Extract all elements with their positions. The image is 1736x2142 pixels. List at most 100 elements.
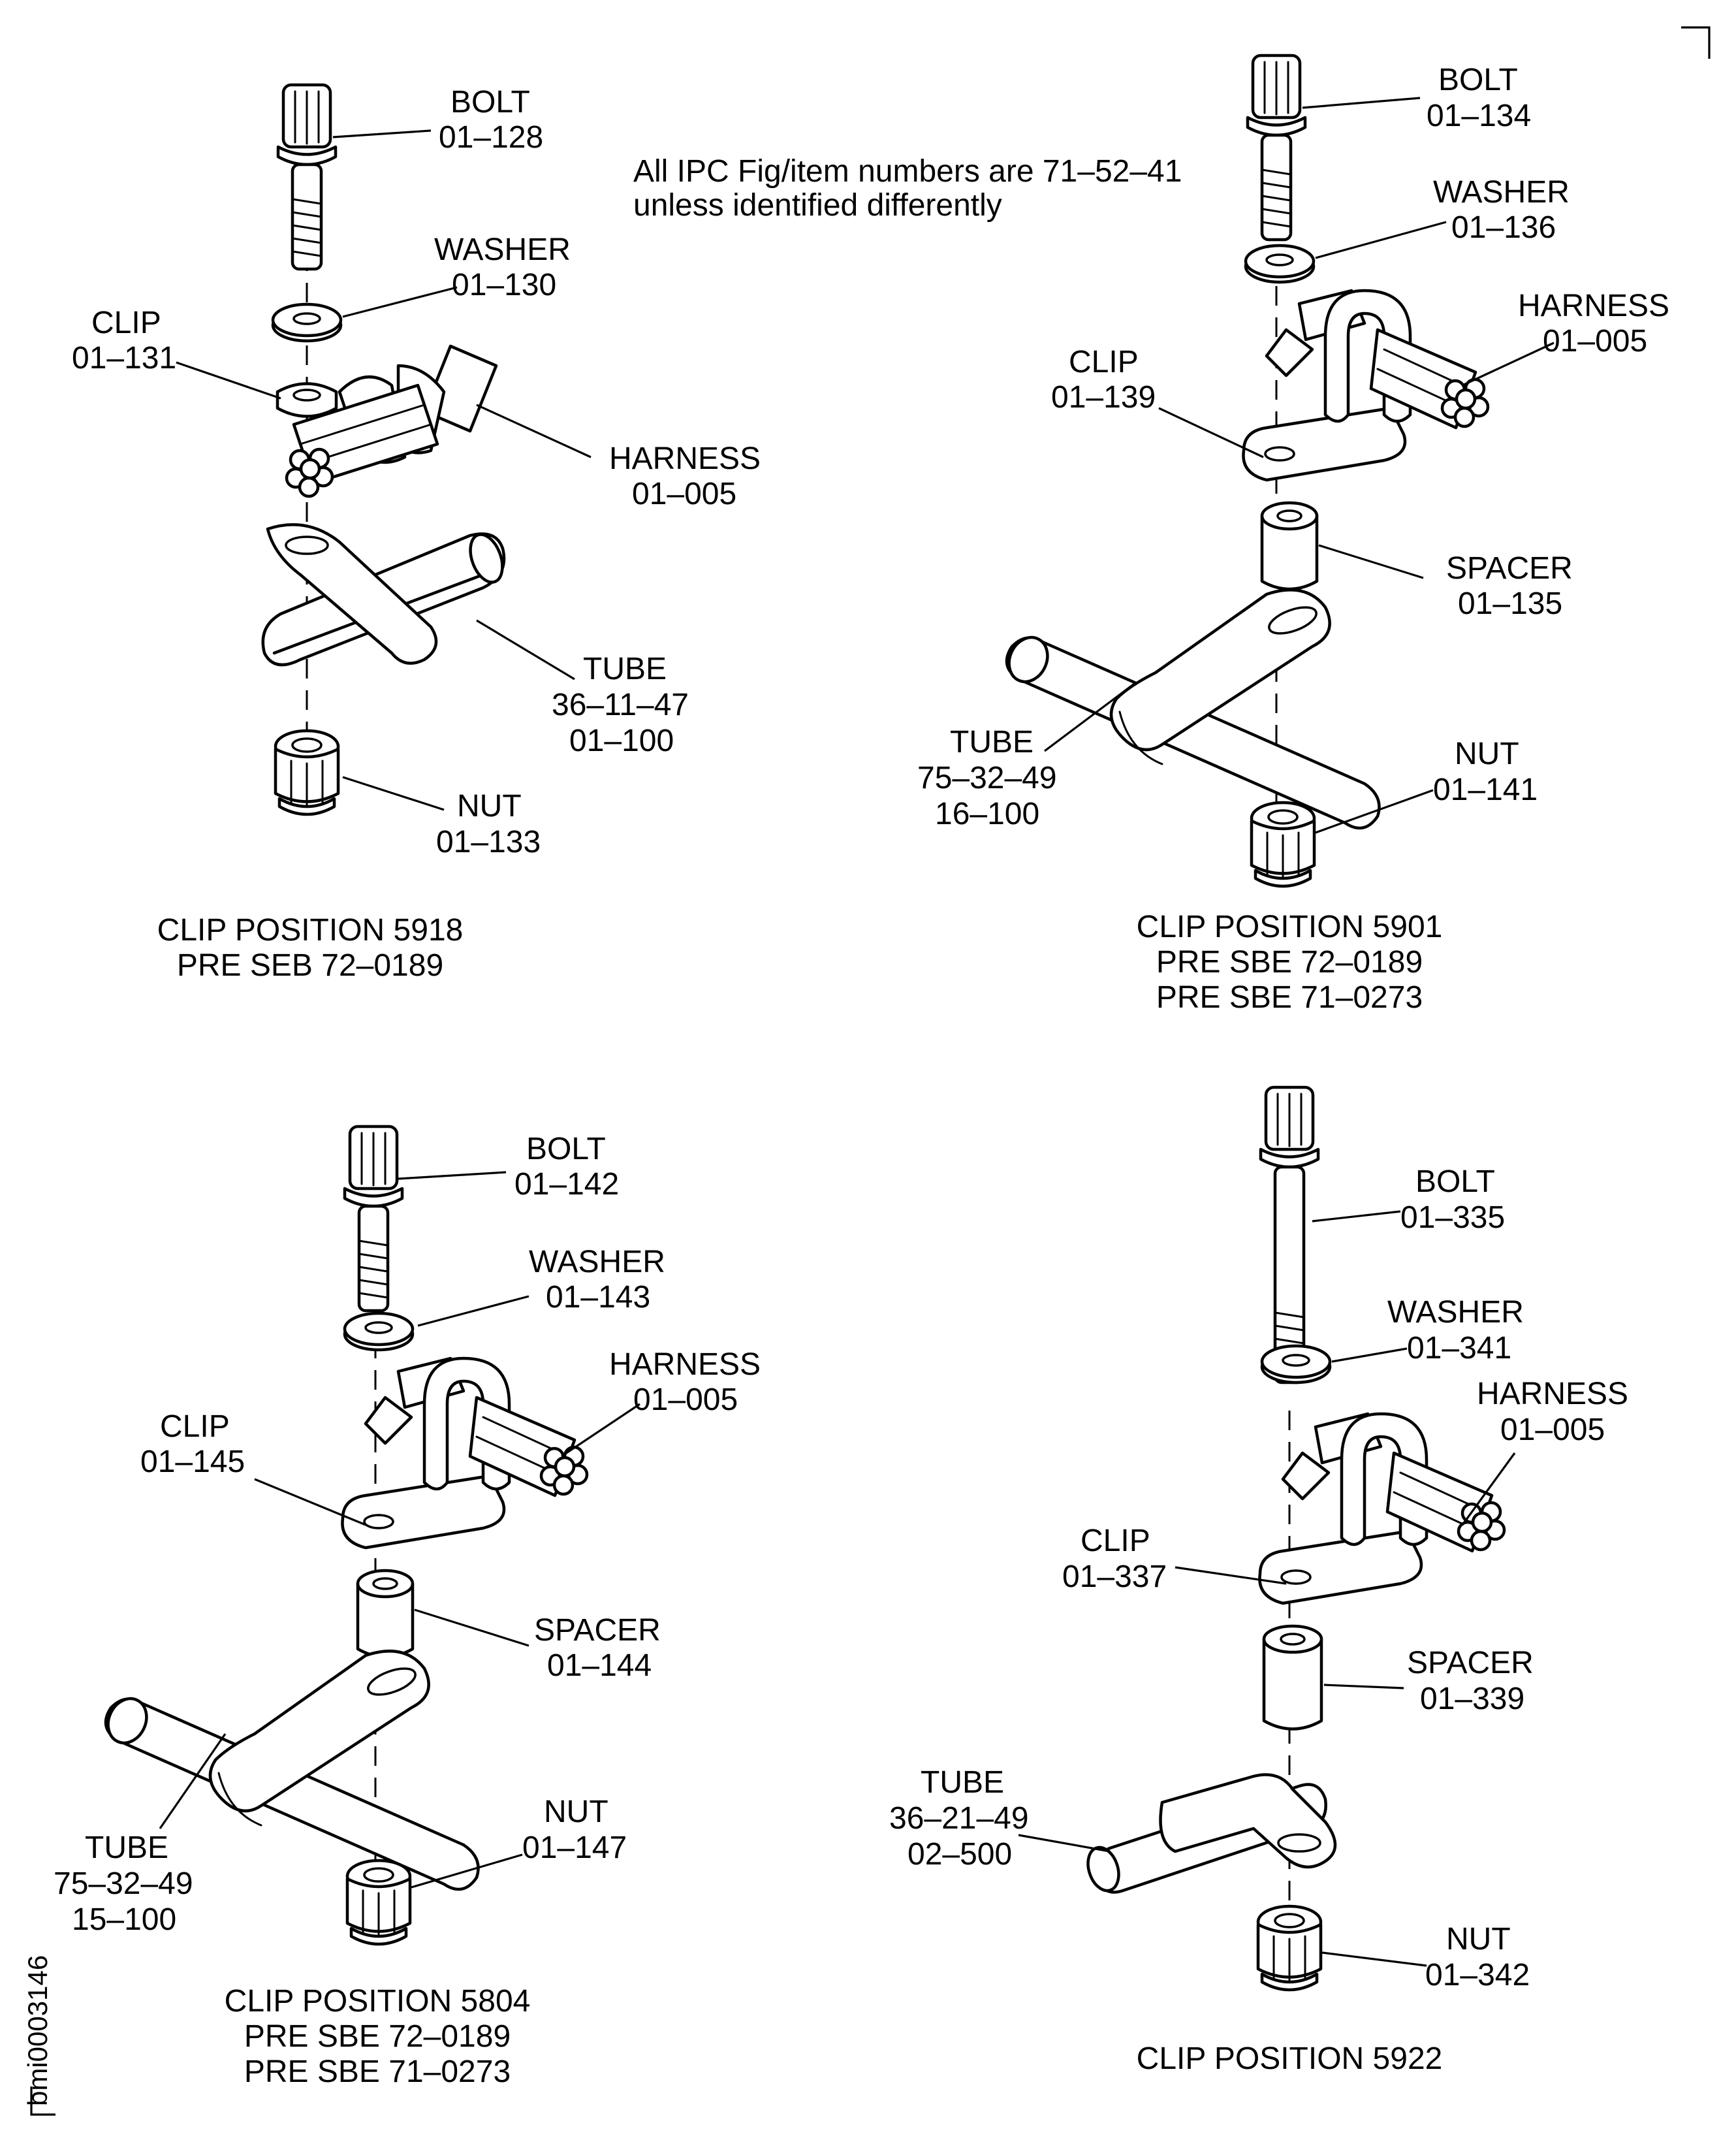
bolt-ref: 01–142	[514, 1167, 619, 1202]
caption-line-3: PRE SBE 71–0273	[1156, 980, 1423, 1015]
bolt-part	[278, 85, 336, 269]
nut-label: NUT	[544, 1795, 608, 1829]
tube-part	[1086, 1773, 1337, 1894]
caption-line-1: CLIP POSITION 5804	[225, 1984, 531, 2019]
bolt-part	[345, 1127, 402, 1311]
nut-part	[276, 731, 338, 814]
clip-ref: 01–337	[1062, 1559, 1167, 1594]
caption-line-2: PRE SEB 72–0189	[177, 948, 443, 983]
harness-label: HARNESS	[1518, 289, 1669, 323]
clip-label: CLIP	[1081, 1524, 1150, 1558]
washer-label: WASHER	[529, 1245, 665, 1279]
washer-ref: 01–341	[1407, 1331, 1511, 1366]
clip-harness-part	[1259, 1414, 1504, 1603]
bolt-part	[1261, 1087, 1318, 1383]
spacer-part	[358, 1571, 413, 1657]
bolt-ref: 01–134	[1427, 99, 1531, 133]
nut-ref: 01–147	[522, 1830, 627, 1865]
spacer-ref: 01–135	[1458, 586, 1562, 621]
clip-ref: 01–145	[140, 1445, 245, 1479]
nut-label: NUT	[1455, 737, 1519, 771]
panel-5922: BOLT 01–335 WASHER 01–341 HARNESS 01–005…	[889, 1087, 1628, 2076]
caption-line-2: PRE SBE 72–0189	[244, 2019, 511, 2054]
tube-ref-1: 75–32–49	[54, 1866, 193, 1901]
caption-line-1: CLIP POSITION 5918	[157, 913, 464, 948]
tube-ref-2: 15–100	[72, 1902, 176, 1937]
tube-label: TUBE	[85, 1830, 168, 1865]
clip-label: CLIP	[160, 1409, 230, 1444]
corner-mark	[1681, 26, 1711, 59]
caption-line-1: CLIP POSITION 5901	[1137, 910, 1443, 944]
spacer-label: SPACER	[1407, 1646, 1534, 1680]
tube-label: TUBE	[583, 652, 667, 686]
harness-label: HARNESS	[609, 1347, 761, 1382]
bolt-ref: 01–335	[1400, 1200, 1505, 1235]
harness-label: HARNESS	[1477, 1377, 1628, 1411]
washer-ref: 01–130	[452, 268, 556, 302]
panel-5804: BOLT 01–142 WASHER 01–143 HARNESS 01–005…	[54, 1127, 761, 2089]
clip-label: CLIP	[91, 306, 161, 340]
clip-harness-part	[1243, 291, 1488, 480]
tube-ref-2: 01–100	[569, 724, 674, 758]
tube-label: TUBE	[921, 1765, 1004, 1800]
note-line-1: All IPC Fig/item numbers are 71–52–41	[633, 154, 1182, 189]
tube-ref-2: 16–100	[935, 797, 1039, 831]
harness-ref: 01–005	[1543, 324, 1647, 359]
washer-label: WASHER	[1387, 1295, 1524, 1330]
spacer-label: SPACER	[1446, 551, 1573, 586]
nut-ref: 01–141	[1433, 773, 1538, 807]
panel-5918: BOLT 01–128 WASHER 01–130 CLIP 01–131 HA…	[72, 85, 761, 983]
nut-ref: 01–342	[1425, 1958, 1530, 1992]
panel-5901: BOLT 01–134 WASHER 01–136 HARNESS 01–005…	[917, 56, 1669, 1015]
bolt-ref: 01–128	[439, 120, 543, 155]
spacer-part	[1264, 1626, 1321, 1729]
clip-harness-part	[276, 344, 498, 496]
caption-line-1: CLIP POSITION 5922	[1137, 2041, 1443, 2076]
tube-ref-1: 75–32–49	[917, 761, 1057, 795]
harness-ref: 01–005	[633, 1383, 738, 1417]
bolt-label: BOLT	[1415, 1164, 1495, 1199]
washer-part	[345, 1313, 413, 1350]
nut-ref: 01–133	[436, 825, 541, 859]
tube-part	[1002, 590, 1380, 828]
clip-ref: 01–139	[1051, 380, 1156, 415]
harness-label: HARNESS	[609, 441, 761, 476]
tube-part	[261, 523, 506, 667]
figure-id-mark: bmi0003146	[22, 1955, 55, 2116]
tube-ref-1: 36–21–49	[889, 1801, 1029, 1836]
clip-label: CLIP	[1069, 345, 1139, 379]
washer-label: WASHER	[1433, 175, 1570, 210]
harness-ref: 01–005	[1500, 1413, 1605, 1447]
nut-label: NUT	[457, 789, 522, 823]
washer-part	[1246, 246, 1314, 282]
note: All IPC Fig/item numbers are 71–52–41 un…	[633, 154, 1182, 223]
caption-line-3: PRE SBE 71–0273	[244, 2054, 511, 2089]
caption-line-2: PRE SBE 72–0189	[1156, 945, 1423, 980]
clip-ref: 01–131	[72, 341, 176, 376]
bolt-label: BOLT	[1438, 63, 1518, 97]
spacer-ref: 01–144	[547, 1648, 652, 1683]
bolt-label: BOLT	[450, 85, 530, 120]
washer-ref: 01–136	[1451, 210, 1556, 245]
nut-label: NUT	[1446, 1922, 1511, 1957]
note-line-2: unless identified differently	[633, 188, 1002, 223]
harness-ref: 01–005	[632, 477, 736, 511]
tube-label: TUBE	[950, 725, 1034, 759]
washer-label: WASHER	[434, 232, 571, 267]
nut-part	[347, 1861, 410, 1944]
washer-part	[1262, 1346, 1330, 1383]
bolt-part	[1248, 56, 1305, 240]
spacer-ref: 01–339	[1420, 1682, 1524, 1716]
spacer-label: SPACER	[534, 1613, 661, 1648]
nut-part	[1258, 1906, 1321, 1990]
clip-harness-part	[342, 1358, 587, 1548]
spacer-part	[1262, 503, 1317, 589]
washer-ref: 01–143	[546, 1280, 650, 1315]
tube-ref-1: 36–11–47	[552, 688, 689, 722]
figure-id: bmi0003146	[22, 1955, 53, 2106]
washer-part	[273, 304, 341, 341]
bolt-label: BOLT	[526, 1132, 606, 1166]
nut-part	[1252, 803, 1314, 886]
tube-ref-2: 02–500	[907, 1837, 1012, 1872]
